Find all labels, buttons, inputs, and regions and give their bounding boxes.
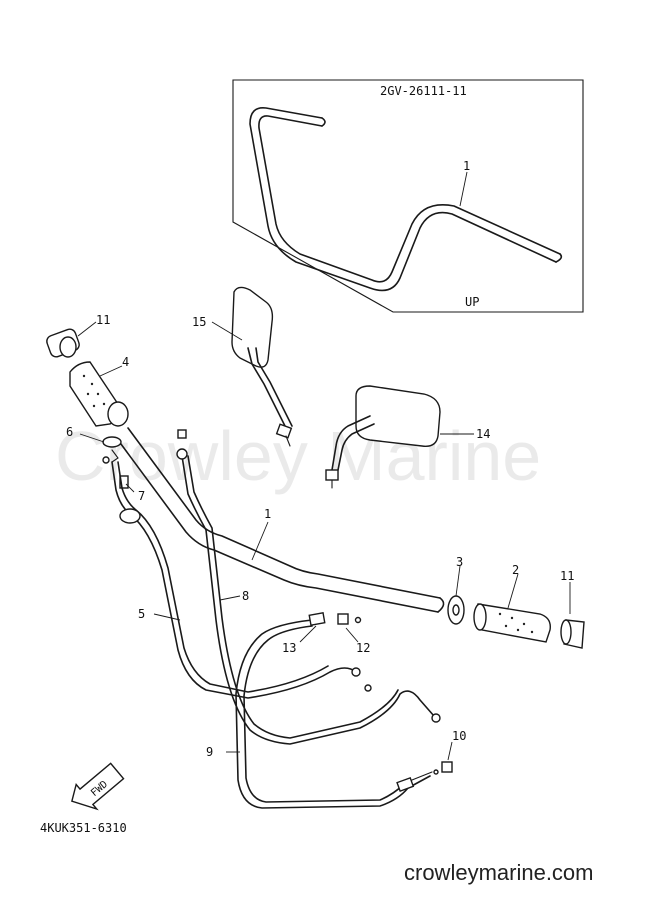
inset-callout: 1 [463,159,470,173]
callout-7: 7 [138,489,145,503]
callout-15: 15 [192,315,206,329]
callout-12: 12 [356,641,370,655]
footer-url: crowleymarine.com [404,860,594,885]
adjuster-fasteners [337,613,453,775]
callout-10: 10 [452,729,466,743]
callout-8: 8 [242,589,249,603]
right-grip [473,603,551,643]
callout-14: 14 [476,427,490,441]
inset-panel: 2GV-26111-11 1 UP [232,79,584,313]
grip-collar [447,595,465,625]
inset-handlebar [249,107,563,292]
callout-5: 5 [138,607,145,621]
fwd-arrow: FWD [71,762,125,811]
watermark-text: Crowley Marine [55,417,541,495]
right-mirror [325,385,441,489]
callout-11-right: 11 [560,569,574,583]
callout-2: 2 [512,563,519,577]
callout-6: 6 [66,425,73,439]
callout-4: 4 [122,355,129,369]
brake-cable [235,612,433,809]
throttle-grip [69,361,129,427]
callout-13: 13 [282,641,296,655]
left-grip-end [46,328,80,358]
callout-1: 1 [264,507,271,521]
inset-frame [232,79,584,313]
callout-3: 3 [456,555,463,569]
right-grip-end [560,619,585,649]
clutch-cable [176,429,441,745]
diagram-code: 4KUK351-6310 [40,821,127,835]
throttle-cables [111,461,372,699]
inset-part-number: 2GV-26111-11 [380,84,467,98]
inset-up-label: UP [465,295,479,309]
callout-11-left: 11 [96,313,110,327]
screw-and-clip [102,436,129,489]
callout-9: 9 [206,745,213,759]
left-mirror [231,286,293,447]
